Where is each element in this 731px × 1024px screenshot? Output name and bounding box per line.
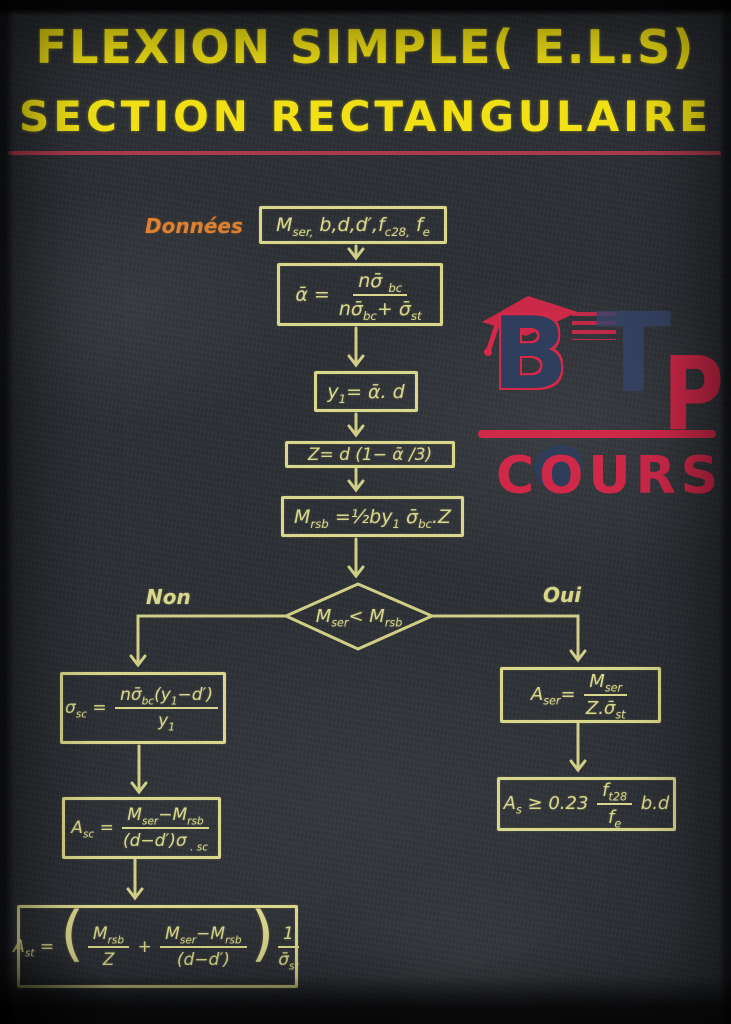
right-paren: ) <box>250 898 274 969</box>
logo-letter-b: B <box>492 295 569 412</box>
logo-cours-text: COURS <box>496 446 724 506</box>
page-title: FLEXION SIMPLE( E.L.S) <box>35 20 696 74</box>
branch-label-oui: Oui <box>543 583 582 607</box>
asc-formula-box: Asc = Mser−Mrsb(d−d′)σ . sc <box>62 797 221 859</box>
graduation-cap-icon <box>482 296 578 356</box>
logo-letter-p: P <box>662 335 725 454</box>
y1-formula-box: y1= ᾱ. d <box>314 371 418 412</box>
logo-letter-t: T <box>596 289 672 417</box>
page-subtitle: SECTION RECTANGULAIRE <box>19 92 712 141</box>
donnees-label: Données <box>145 214 243 238</box>
z-formula-box: Z= d (1− ᾱ /3) <box>285 441 455 468</box>
input-data-box: Mser, b,d,d′,fc28, fe <box>259 206 447 244</box>
branch-label-non: Non <box>146 585 191 609</box>
left-paren: ( <box>60 898 84 969</box>
title-underline <box>8 151 721 155</box>
decision-condition: Mser< Mrsb <box>315 605 403 630</box>
btp-cours-logo: B T P COURS <box>470 288 725 514</box>
mrsb-formula-box: Mrsb =½by1 σ̄bc.Z <box>281 496 464 537</box>
decision-diamond <box>282 582 436 651</box>
logo-underline <box>478 430 716 438</box>
sigma-sc-formula-box: σsc = nσ̄bc(y1−d′)y1 <box>60 672 226 744</box>
logo-hatch-marks <box>572 312 616 340</box>
